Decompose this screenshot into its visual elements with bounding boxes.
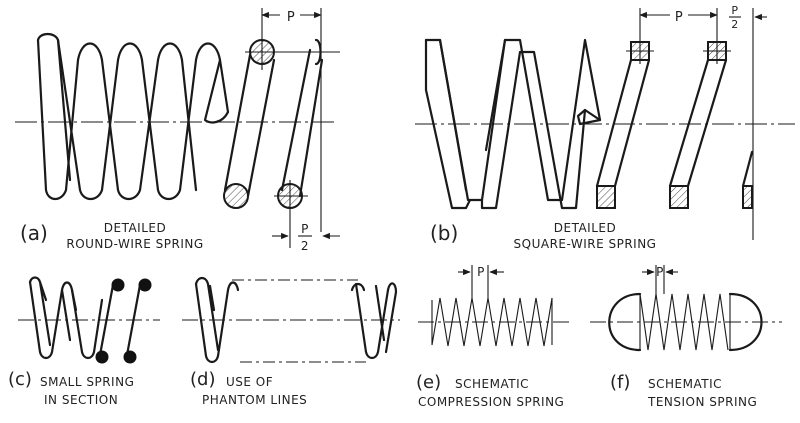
pitch-dimension-a: P: [261, 7, 322, 232]
caption-e-line1: SCHEMATIC: [455, 377, 529, 391]
caption-f-line1: SCHEMATIC: [648, 377, 722, 391]
figure-f-schematic-tension: P (f) SCHEMATIC TENSION SPRING: [590, 265, 782, 409]
pitch-label-b: P: [675, 10, 683, 25]
caption-a-line2: ROUND-WIRE SPRING: [66, 237, 203, 251]
caption-a-line1: DETAILED: [104, 221, 166, 235]
pitch-dimension-b: P P 2: [639, 4, 767, 240]
caption-e-line2: COMPRESSION SPRING: [418, 395, 564, 409]
coil-outline-b: [424, 38, 602, 210]
half-pitch-dimension-a: P 2: [272, 214, 340, 253]
panel-letter-c: (c): [8, 369, 32, 390]
figure-a-round-wire-spring: P P 2 (a) DETAILED ROUND-WIRE SPRING: [15, 7, 340, 253]
caption-b-line2: SQUARE-WIRE SPRING: [514, 237, 657, 251]
caption-d-line2: PHANTOM LINES: [202, 393, 307, 407]
pitch-label-e: P: [477, 265, 485, 279]
half-pitch-num-a: P: [301, 222, 309, 236]
figure-b-square-wire-spring: P P 2 (b) DETAILED SQUARE-WIRE SPRING: [415, 4, 795, 251]
panel-letter-d: (d): [190, 369, 215, 390]
coil-sections-b: [595, 38, 754, 209]
caption-c-line1: SMALL SPRING: [40, 375, 134, 389]
panel-letter-e: (e): [416, 372, 441, 393]
half-pitch-den-b: 2: [731, 18, 739, 31]
panel-letter-b: (b): [430, 221, 458, 245]
half-pitch-den-a: 2: [301, 239, 309, 253]
half-pitch-num-b: P: [731, 4, 738, 17]
caption-c-line2: IN SECTION: [44, 393, 118, 407]
pitch-label-f: P: [656, 265, 664, 279]
caption-f-line2: TENSION SPRING: [647, 395, 757, 409]
pitch-label-a: P: [287, 10, 295, 25]
figure-c-small-spring-in-section: (c) SMALL SPRING IN SECTION: [8, 276, 160, 407]
panel-letter-f: (f): [610, 372, 630, 393]
coil-outline-a: [36, 32, 230, 201]
caption-d-line1: USE OF: [226, 375, 273, 389]
caption-b-line1: DETAILED: [554, 221, 616, 235]
figure-d-phantom-lines: (d) USE OF PHANTOM LINES: [182, 276, 400, 407]
coil-sections-a: [223, 34, 340, 214]
panel-letter-a: (a): [20, 221, 48, 245]
figure-e-schematic-compression: P (e) SCHEMATIC COMPRESSION SPRING: [416, 265, 570, 409]
